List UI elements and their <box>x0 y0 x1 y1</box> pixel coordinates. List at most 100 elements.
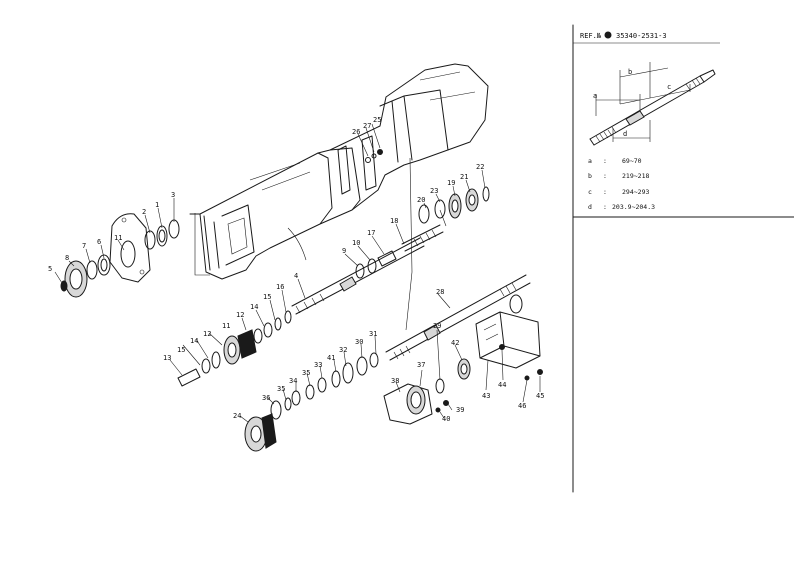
callout-46: 46 <box>518 402 526 410</box>
housing-surface-lines <box>249 71 476 191</box>
housing-small-parts <box>365 149 383 163</box>
gear-part-24-hub <box>250 425 262 443</box>
callout-28: 28 <box>436 288 444 296</box>
callout-6: 6 <box>97 238 101 246</box>
snap-ring-part-3 <box>168 219 180 239</box>
main-shaft-group <box>291 186 490 315</box>
callout-leaders <box>54 123 541 423</box>
shaft-spline-right <box>685 77 701 91</box>
sleeve-part-13 <box>177 368 201 387</box>
callout-33: 33 <box>314 361 322 369</box>
callout-15-lower: 15 <box>177 346 185 354</box>
dim-a-line <box>595 94 641 116</box>
gear-part-11-teeth <box>237 329 257 359</box>
housing-bearing-bosses <box>337 135 377 195</box>
washer-part-46 <box>524 375 530 381</box>
callout-13: 13 <box>163 354 171 362</box>
spec-d-sep: : <box>603 203 607 211</box>
ring-part-35 <box>305 384 315 400</box>
gear-part-8-hub <box>69 268 83 290</box>
gear-part-21-hub <box>468 194 476 206</box>
gear-part-11-hub <box>227 342 237 358</box>
callout-12-upper: 12 <box>236 311 244 319</box>
shaft-end-right <box>589 69 716 146</box>
callout-18: 18 <box>390 217 398 225</box>
washer-part-15b <box>274 317 282 331</box>
ring-part-35b <box>284 397 292 411</box>
seal-housing-part-37-bore <box>410 391 422 409</box>
bearing-part-12 <box>253 328 263 344</box>
spec-d-value: 203.9~204.3 <box>612 203 655 211</box>
cover-bolt-hole <box>139 269 145 275</box>
callout-35-lower: 35 <box>277 385 285 393</box>
spec-d-key: d <box>588 203 592 211</box>
ring-part-16 <box>284 310 292 324</box>
callout-10: 10 <box>352 239 360 247</box>
callout-27: 27 <box>363 122 371 130</box>
shaft-part-18 <box>401 224 444 252</box>
callout-34: 34 <box>289 377 297 385</box>
shaft-gear-seat <box>625 110 645 126</box>
pto-shaft-part-28 <box>385 274 531 361</box>
spec-c-sep: : <box>603 188 607 196</box>
callout-14-upper: 14 <box>250 303 258 311</box>
callout-35: 35 <box>302 369 310 377</box>
bearing-part-6 <box>97 254 111 276</box>
ring-part-23 <box>434 199 446 219</box>
spec-b-sep: : <box>603 172 607 180</box>
bolt-part-45 <box>537 369 543 375</box>
seal-part-29 <box>435 378 445 394</box>
leader-shaft-to-housing <box>287 227 307 261</box>
housing-front-flange <box>203 204 255 271</box>
snap-ring-part-22 <box>482 186 490 202</box>
pto-shaft-group <box>244 274 543 452</box>
shaft-part-18-spline <box>413 229 437 247</box>
callout-44: 44 <box>498 381 506 389</box>
dim-label-d: d <box>623 130 627 138</box>
housing-rear-section <box>379 89 449 163</box>
spec-a-sep: : <box>603 157 607 165</box>
dim-label-b: b <box>628 68 632 76</box>
main-shaft-part-4 <box>291 237 425 315</box>
spec-c-key: c <box>588 188 592 196</box>
ring-part-34 <box>291 390 301 406</box>
callout-39: 39 <box>456 406 464 414</box>
callout-labels: 5 8 7 6 11 2 1 3 9 10 17 18 20 23 19 21 … <box>48 116 544 423</box>
reference-panel: REF.№ 35340-2531-3 a b c d a : 69~70 b : <box>572 24 794 493</box>
shaft-dimension-sketch: a b c d <box>589 62 716 146</box>
callout-32: 32 <box>339 346 347 354</box>
washer-part-15a <box>201 358 211 374</box>
callout-25: 25 <box>373 116 381 124</box>
callout-12-lower: 12 <box>203 330 211 338</box>
callout-41: 41 <box>327 354 335 362</box>
pto-housing-bearing-bore <box>509 294 523 314</box>
pto-housing-part-43 <box>475 311 541 369</box>
callout-20: 20 <box>417 196 425 204</box>
bearing-part-31 <box>369 352 379 368</box>
callout-5: 5 <box>48 265 52 273</box>
dim-b-line <box>619 67 669 104</box>
plug-part-44 <box>499 344 505 350</box>
sleeve-part-17 <box>377 250 397 267</box>
leader-left-bracket <box>194 213 210 276</box>
callout-9: 9 <box>342 247 346 255</box>
callout-36: 36 <box>262 394 270 402</box>
callout-21: 21 <box>460 173 468 181</box>
plug-part-26 <box>365 157 371 163</box>
callout-8: 8 <box>65 254 69 262</box>
callout-14-lower: 14 <box>190 337 198 345</box>
spec-b-value: 219~218 <box>622 172 649 180</box>
collar-part-42-bore <box>460 363 468 375</box>
washer-part-10 <box>367 258 377 274</box>
gear-part-24-teeth <box>261 413 277 449</box>
callout-17: 17 <box>367 229 375 237</box>
bearing-part-14b <box>263 322 273 338</box>
washer-part-40 <box>435 407 441 413</box>
main-shaft-collar <box>339 276 357 292</box>
callout-31: 31 <box>369 330 377 338</box>
spec-c-value: 294~293 <box>622 188 649 196</box>
ref-label: REF.№ <box>580 32 602 40</box>
callout-7: 7 <box>82 242 86 250</box>
